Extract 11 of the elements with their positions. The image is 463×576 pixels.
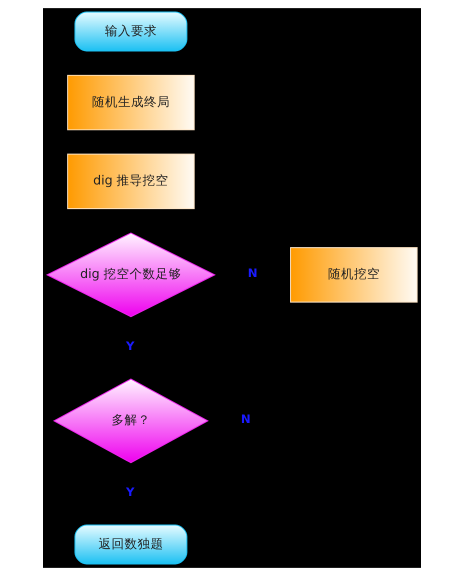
label: N bbox=[240, 412, 250, 426]
node-diamond: dig 挖空个数足够 bbox=[45, 232, 216, 318]
node-diamond: 多解？ bbox=[52, 378, 208, 464]
node-box: 输入要求 bbox=[74, 12, 187, 52]
node-box: 随机挖空 bbox=[290, 247, 418, 303]
label: Y bbox=[126, 484, 134, 499]
label: N bbox=[247, 266, 258, 280]
label: Y bbox=[126, 338, 134, 353]
node-box: dig 推导挖空 bbox=[66, 154, 194, 210]
node-box: 随机生成终局 bbox=[66, 74, 194, 130]
node-box: 返回数独题 bbox=[74, 524, 187, 564]
